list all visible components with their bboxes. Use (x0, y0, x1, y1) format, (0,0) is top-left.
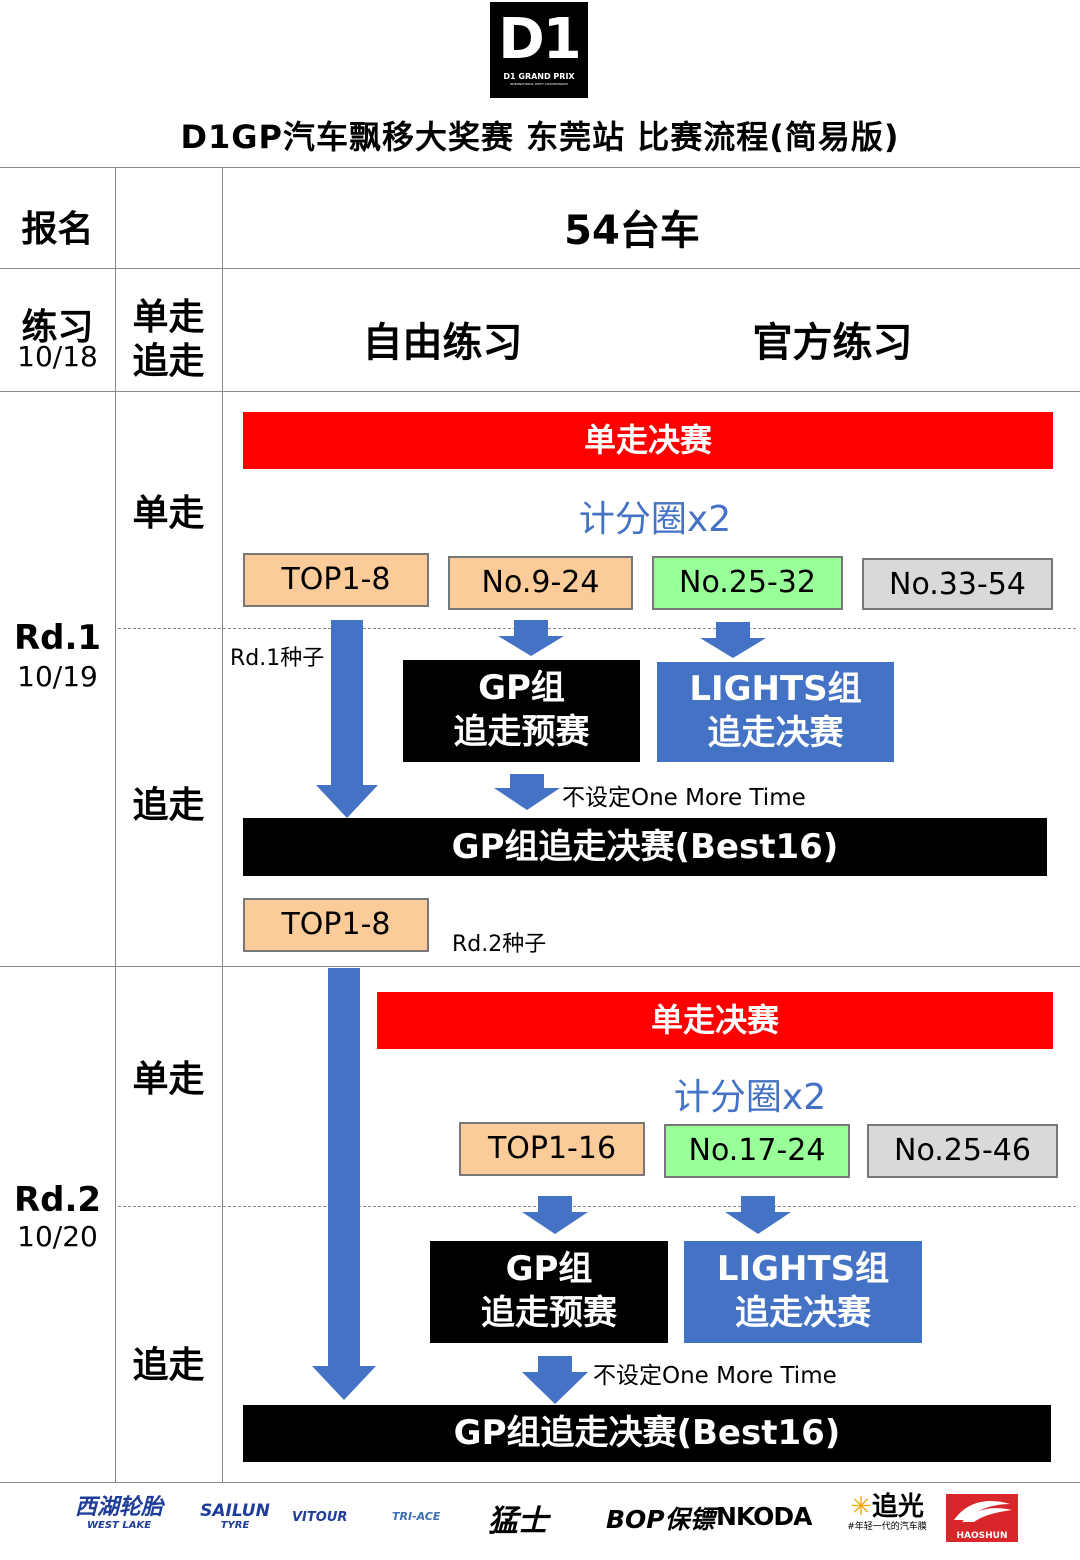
rd1-group-33-54: No.33-54 (862, 558, 1053, 610)
down-arrow (725, 1196, 791, 1234)
rd1-score-text: 计分圈x2 (578, 499, 732, 540)
sponsor-triace: TRI-ACE (392, 1510, 441, 1523)
sponsor-mengshi: 猛士 (488, 1504, 548, 1539)
sponsor-sailun: SAILUN TYRE (182, 1502, 288, 1532)
rd2-gp-prelim-line2: 追走预赛 (481, 1293, 617, 1333)
rd2-lights-final: LIGHTS组 追走决赛 (684, 1241, 922, 1343)
rd1-gp-prelim: GP组 追走预赛 (403, 660, 640, 762)
rd1-solo-label: 单走 (132, 493, 205, 534)
grid-line (0, 268, 1080, 269)
sponsor-haoshun-name: HAOSHUN (956, 1531, 1008, 1541)
sponsor-zhuiguang-text: 追光 (871, 1492, 924, 1522)
practice-mode-solo: 单走 (132, 297, 205, 338)
sponsor-sailun-tyre: TYRE (220, 1520, 250, 1531)
rd2-solo-final-bar: 单走决赛 (377, 992, 1053, 1049)
rd2-group-17-24: No.17-24 (664, 1124, 850, 1178)
rd1-seed-note2: Rd.2种子 (452, 932, 547, 957)
rd2-solo-label: 单走 (132, 1059, 205, 1100)
practice-mode-chase: 追走 (132, 341, 205, 382)
sponsor-westlake: 西湖轮胎 WEST LAKE (64, 1496, 174, 1532)
down-arrow (700, 622, 766, 658)
rd1-chase-label: 追走 (132, 785, 205, 826)
sponsor-vitour: VITOUR (292, 1510, 348, 1525)
rd1-solo-final-bar: 单走决赛 (243, 412, 1053, 469)
down-arrow (522, 1196, 588, 1234)
rd2-score-text: 计分圈x2 (673, 1077, 827, 1118)
practice-date: 10/18 (17, 340, 98, 373)
rd1-gp-prelim-line1: GP组 (478, 668, 565, 708)
rd1-lights-line1: LIGHTS组 (689, 669, 862, 709)
rd1-group-9-24: No.9-24 (448, 556, 633, 610)
rd1-label: Rd.1 (13, 618, 102, 658)
rd2-lights-line1: LIGHTS组 (716, 1249, 890, 1289)
down-arrow (498, 620, 564, 656)
sponsor-haoshun: HAOSHUN (946, 1494, 1018, 1542)
d1-logo: D1 D1 GRAND PRIX INTERNATIONAL DRIFT CHA… (490, 2, 588, 98)
sponsor-zhuiguang: ✳追光 #年轻一代的汽车膜 (838, 1492, 936, 1533)
logo-mark: D1 (498, 7, 581, 72)
grid-line (0, 167, 1080, 168)
down-arrow (494, 774, 560, 810)
rd2-label: Rd.2 (13, 1180, 102, 1220)
rd2-gp-prelim-line1: GP组 (505, 1249, 593, 1289)
haoshun-icon (954, 1501, 1012, 1522)
seed-arrow (316, 620, 378, 818)
divider (118, 1206, 1076, 1207)
rd2-group-25-46: No.25-46 (867, 1124, 1058, 1178)
registration-label: 报名 (21, 209, 94, 250)
page-title: D1GP汽车飘移大奖赛 东莞站 比赛流程(简易版) (180, 118, 900, 156)
sponsor-westlake-en: WEST LAKE (86, 1520, 152, 1531)
rd1-group-top: TOP1-8 (243, 553, 429, 607)
registration-value: 54台车 (564, 208, 700, 254)
rd2-lights-line2: 追走决赛 (735, 1293, 871, 1333)
logo-name: D1 GRAND PRIX (503, 72, 575, 81)
grid-line (0, 966, 1080, 967)
grid-line (0, 391, 1080, 392)
rd2-chase-label: 追走 (132, 1345, 205, 1386)
grid-line (0, 1482, 1080, 1483)
rd1-group-25-32: No.25-32 (652, 556, 843, 610)
free-practice: 自由练习 (362, 320, 523, 366)
rd1-omt-note: 不设定One More Time (562, 785, 806, 811)
sponsor-zhuiguang-name: ✳追光 (850, 1492, 924, 1522)
rd1-chase-final-bar: GP组追走决赛(Best16) (243, 818, 1047, 876)
rd2-group-top: TOP1-16 (459, 1122, 645, 1176)
down-arrow (522, 1356, 588, 1404)
official-practice: 官方练习 (752, 320, 913, 366)
sponsor-zhuiguang-tagline: #年轻一代的汽车膜 (847, 1522, 927, 1532)
rd1-gp-prelim-line2: 追走预赛 (453, 712, 590, 752)
divider (118, 628, 1076, 629)
rd2-omt-note: 不设定One More Time (593, 1363, 837, 1389)
logo-tagline: INTERNATIONAL DRIFT CHAMPIONSHIP (510, 82, 568, 86)
grid-line (115, 167, 116, 1482)
rd1-top-box: TOP1-8 (243, 898, 429, 952)
sponsor-bop: BOP保镖 (606, 1505, 715, 1534)
practice-label: 练习 (21, 307, 94, 348)
rd2-date: 10/20 (17, 1220, 98, 1253)
sponsor-sailun-name: SAILUN (200, 1501, 270, 1521)
sponsor-westlake-cn: 西湖轮胎 (74, 1495, 163, 1520)
rd2-gp-prelim: GP组 追走预赛 (430, 1241, 668, 1343)
rd1-seed-note: Rd.1种子 (230, 646, 325, 671)
grid-line (222, 167, 223, 1482)
rd2-chase-final-bar: GP组追走决赛(Best16) (243, 1405, 1051, 1462)
seed-arrow (312, 968, 376, 1400)
rd1-date: 10/19 (17, 660, 98, 693)
sponsor-nkoda: NKODA (716, 1502, 813, 1531)
rd1-lights-line2: 追走决赛 (707, 713, 844, 753)
rd1-lights-final: LIGHTS组 追走决赛 (657, 662, 894, 762)
